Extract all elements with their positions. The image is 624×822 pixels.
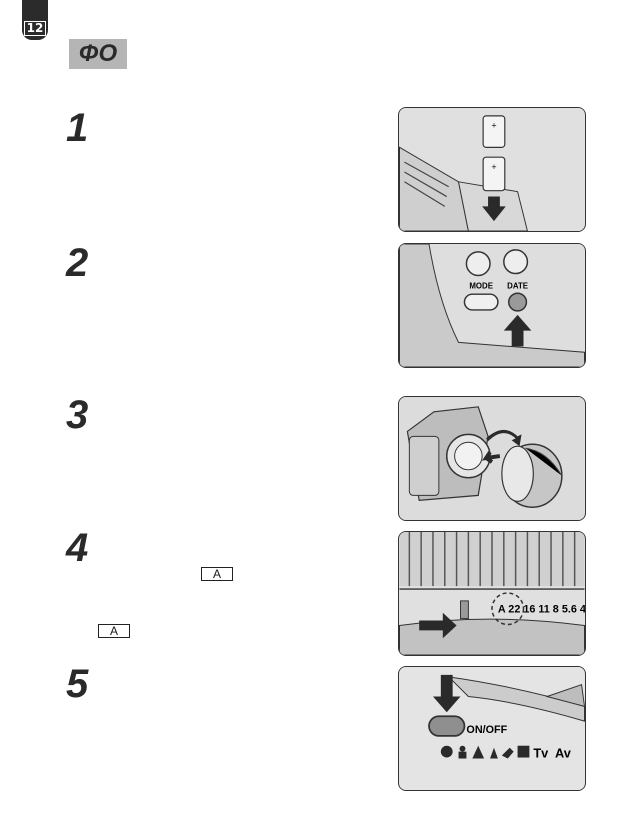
mode-icons-row [440,745,530,759]
tv-label: Tv [533,746,549,761]
highlight-circle-icon [491,592,525,626]
onoff-button-icon [428,715,466,737]
mode-marker-a-2: A [98,624,130,638]
illustration-lens-mount [398,396,586,521]
step-number-3: 3 [66,393,89,437]
onoff-label: ON/OFF [466,724,507,736]
right-arrow-icon [419,612,457,639]
battery-bottom-icon [482,156,506,192]
lens-mount-drawing [399,397,585,520]
battery-top-icon [482,115,506,148]
down-arrow-icon-power [432,674,461,713]
left-arrow-icon [482,451,501,464]
battery-insert-drawing: + + [399,108,585,231]
svg-text:+: + [491,122,497,130]
page-number: 12 [23,21,47,36]
rotate-arrow-icon [486,429,522,447]
step-number-4: 4 [66,526,89,570]
illustration-date-button: MODE DATE [398,243,586,368]
power-button-drawing: ON/OFF Tv Av [399,667,585,790]
step-number-2: 2 [66,241,89,285]
up-arrow-icon [503,314,532,347]
step-number-1: 1 [66,106,89,150]
illustration-battery-insert: + + [398,107,586,232]
aperture-scale: A 22 16 11 8 5.6 4 [498,604,585,616]
step-number-5: 5 [66,662,89,706]
mode-marker-a-1: A [201,567,233,581]
av-label: Av [555,746,572,761]
aperture-ring-drawing: A 22 16 11 8 5.6 4 [399,532,585,655]
date-button-icon [507,292,528,312]
mode-label: MODE [469,281,493,290]
illustration-aperture-ring: A 22 16 11 8 5.6 4 [398,531,586,656]
date-button-drawing: MODE DATE [399,244,585,367]
page-number-tab: 12 [22,0,48,40]
date-label: DATE [507,281,528,290]
mode-button-icon [463,293,499,311]
page-title: ΦO [69,39,127,69]
svg-text:+: + [491,163,497,171]
illustration-power-button: ON/OFF Tv Av [398,666,586,791]
